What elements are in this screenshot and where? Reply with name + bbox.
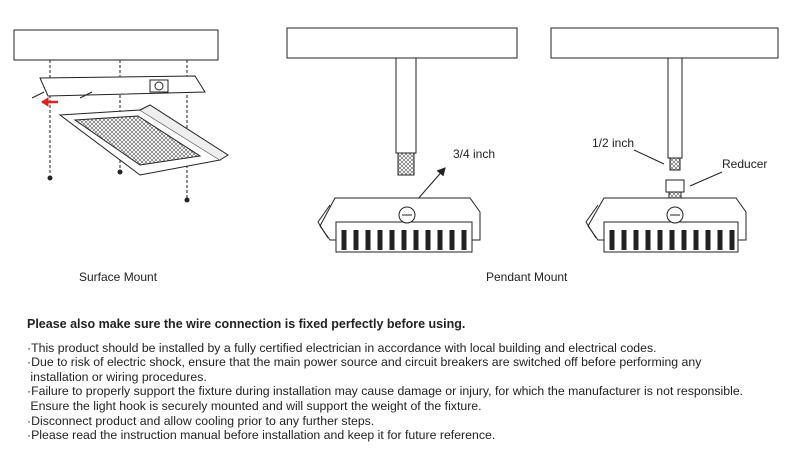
half-inch-label: 1/2 inch bbox=[592, 136, 635, 150]
note-item: ·Failure to properly support the fixture… bbox=[27, 384, 744, 413]
note-item: ·This product should be installed by a f… bbox=[27, 340, 657, 355]
three-quarter-inch-label: 3/4 inch bbox=[453, 147, 496, 161]
note-item: ·Due to risk of electric shock, ensure t… bbox=[27, 355, 702, 384]
note-item: ·Please read the instruction manual befo… bbox=[27, 428, 496, 443]
ceiling-block bbox=[13, 29, 219, 61]
surface-mount-caption: Surface Mount bbox=[79, 270, 158, 284]
notes-heading: Please also make sure the wire connectio… bbox=[27, 317, 466, 331]
installation-notes: Please also make sure the wire connectio… bbox=[27, 317, 743, 443]
reducer-label: Reducer bbox=[722, 157, 768, 171]
surface-mount-illustration bbox=[13, 29, 229, 203]
pendant-mount-caption: Pendant Mount bbox=[486, 270, 568, 284]
note-item: ·Disconnect product and allow cooling pr… bbox=[27, 413, 375, 428]
pendant-mount-3-4-illustration bbox=[286, 27, 518, 253]
pendant-mount-1-2-reducer-illustration bbox=[550, 27, 779, 253]
installation-illustrations bbox=[13, 27, 779, 253]
